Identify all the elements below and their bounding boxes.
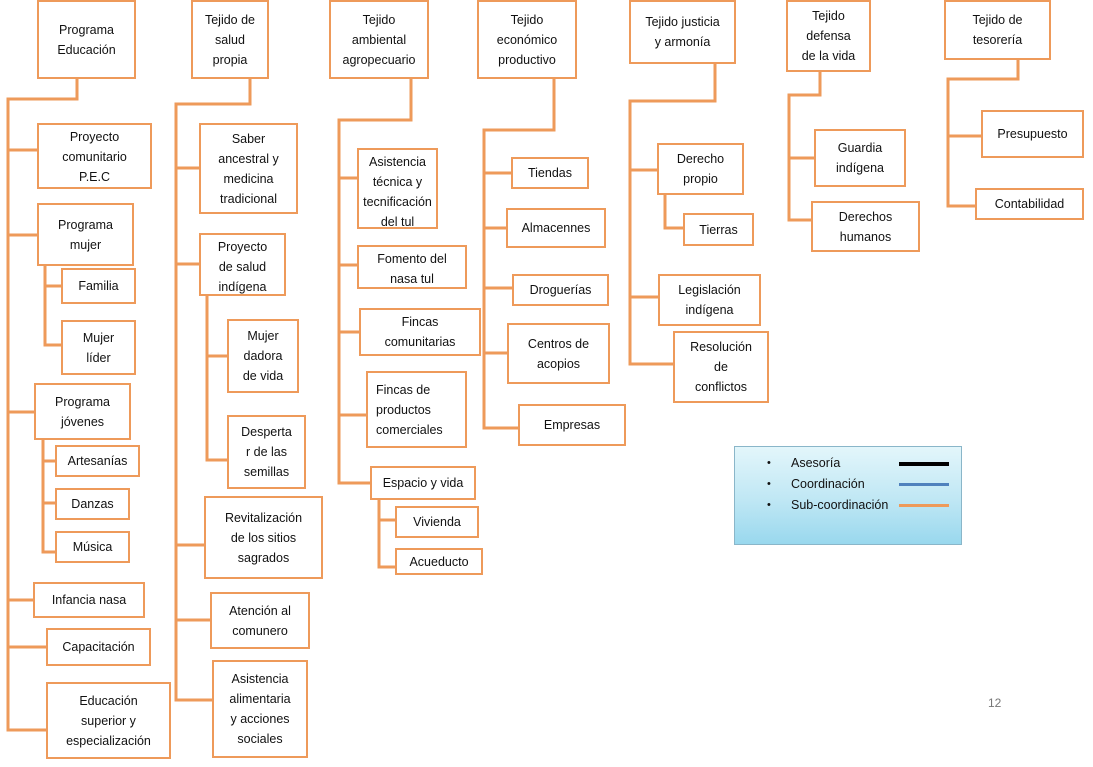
org-box-espacio-vida: Espacio y vida [370, 466, 476, 500]
legend-line-swatch [899, 483, 949, 486]
bullet-icon: • [767, 499, 771, 511]
org-box-prog-educacion: Programa Educación [37, 0, 136, 79]
org-box-tejido-tesoreria: Tejido de tesorería [944, 0, 1051, 60]
org-box-asistencia-tecnica: Asistencia técnica y tecnificación del t… [357, 148, 438, 229]
org-box-proyecto-salud: Proyecto de salud indígena [199, 233, 286, 296]
org-box-musica: Música [55, 531, 130, 563]
legend-label: Sub-coordinación [791, 498, 889, 512]
org-box-legislacion-indigena: Legislación indígena [658, 274, 761, 326]
org-box-tejido-defensa: Tejido defensa de la vida [786, 0, 871, 72]
org-box-familia: Familia [61, 268, 136, 304]
org-box-acueducto: Acueducto [395, 548, 483, 575]
org-box-educacion-superior: Educación superior y especialización [46, 682, 171, 759]
legend-row-2: • Sub-coordinación [735, 496, 963, 514]
org-box-revitalizacion: Revitalización de los sitios sagrados [204, 496, 323, 579]
org-box-droguerias: Droguerías [512, 274, 609, 306]
legend-row-0: • Asesoría [735, 454, 963, 472]
org-box-tejido-salud: Tejido de salud propia [191, 0, 269, 79]
org-box-contabilidad: Contabilidad [975, 188, 1084, 220]
org-box-guardia-indigena: Guardia indígena [814, 129, 906, 187]
org-box-despertar-semillas: Desperta r de las semillas [227, 415, 306, 489]
org-box-proyecto-pec: Proyecto comunitario P.E.C [37, 123, 152, 189]
org-box-tierras: Tierras [683, 213, 754, 246]
legend-line-swatch [899, 462, 949, 466]
legend-line-swatch [899, 504, 949, 507]
org-box-mujer-dadora: Mujer dadora de vida [227, 319, 299, 393]
org-box-vivienda: Vivienda [395, 506, 479, 538]
legend-label: Asesoría [791, 456, 841, 470]
org-box-fomento-nasa-tul: Fomento del nasa tul [357, 245, 467, 289]
org-box-fincas-productos: Fincas de productos comerciales [366, 371, 467, 448]
org-box-saber-ancestral: Saber ancestral y medicina tradicional [199, 123, 298, 214]
org-box-mujer-lider: Mujer líder [61, 320, 136, 375]
org-box-fincas-comunitarias: Fincas comunitarias [359, 308, 481, 356]
org-box-resolucion-conflictos: Resolución de conflictos [673, 331, 769, 403]
org-box-danzas: Danzas [55, 488, 130, 520]
org-box-infancia-nasa: Infancia nasa [33, 582, 145, 618]
org-box-tejido-economico: Tejido económico productivo [477, 0, 577, 79]
org-box-atencion-comunero: Atención al comunero [210, 592, 310, 649]
org-box-programa-jovenes: Programa jóvenes [34, 383, 131, 440]
org-box-centros-acopios: Centros de acopios [507, 323, 610, 384]
org-box-derecho-propio: Derecho propio [657, 143, 744, 195]
org-box-tejido-justicia: Tejido justicia y armonía [629, 0, 736, 64]
org-box-artesanias: Artesanías [55, 445, 140, 477]
org-box-asistencia-alimentaria: Asistencia alimentaria y acciones social… [212, 660, 308, 758]
legend-label: Coordinación [791, 477, 865, 491]
org-box-almacenes: Almacennes [506, 208, 606, 248]
page-number: 12 [988, 696, 1002, 710]
org-box-programa-mujer: Programa mujer [37, 203, 134, 266]
legend-row-1: • Coordinación [735, 475, 963, 493]
legend: • Asesoría • Coordinación • Sub-coordinación [734, 446, 962, 545]
org-box-capacitacion: Capacitación [46, 628, 151, 666]
org-box-tiendas: Tiendas [511, 157, 589, 189]
org-box-presupuesto: Presupuesto [981, 110, 1084, 158]
org-box-tejido-ambiental: Tejido ambiental agropecuario [329, 0, 429, 79]
bullet-icon: • [767, 478, 771, 490]
bullet-icon: • [767, 457, 771, 469]
org-box-derechos-humanos: Derechos humanos [811, 201, 920, 252]
org-box-empresas: Empresas [518, 404, 626, 446]
